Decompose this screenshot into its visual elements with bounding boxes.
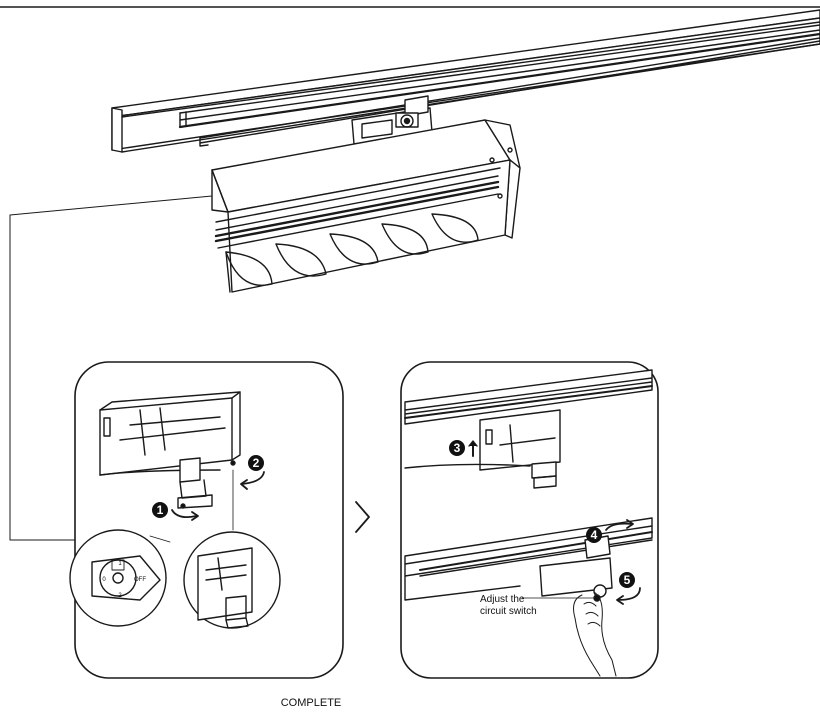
left-adapter-drawing [99, 391, 241, 509]
annotation-line-1: Adjust the [480, 594, 525, 605]
step-4-number: 4 [591, 528, 598, 542]
dial-mark-2: 2 [118, 593, 122, 599]
right-adapter-upper [404, 409, 561, 489]
step-4-badge [586, 527, 602, 543]
next-step-arrow-icon [355, 501, 370, 533]
dial-mark-off: OFF [134, 577, 146, 583]
connector-guide-line [9, 195, 213, 541]
spotlight-fixture [211, 119, 521, 293]
step-1-number: 1 [157, 503, 164, 517]
adapter-side-zoom [183, 531, 281, 629]
switch-dial-zoom: 1 2 0 OFF [69, 529, 171, 627]
step-2-badge [248, 455, 264, 471]
step-1-badge [152, 502, 168, 518]
dial-mark-1: 1 [118, 561, 122, 567]
track-rail [111, 9, 820, 153]
step-4-arrow-icon [605, 522, 633, 531]
step-3-number: 3 [454, 441, 461, 455]
step-2-arrow-icon [241, 471, 265, 485]
right-rail-upper [404, 369, 653, 425]
step-3-badge [449, 440, 465, 456]
complete-caption: COMPLETE [281, 697, 342, 709]
step-5-number: 5 [624, 573, 631, 587]
step-5-badge [619, 572, 635, 588]
dial-mark-0: 0 [102, 577, 106, 583]
step-2-number: 2 [253, 456, 260, 470]
step-1-arrow-icon [171, 509, 197, 519]
annotation-line-2: circuit switch [480, 606, 537, 617]
step-5-arrow-icon [617, 587, 641, 601]
